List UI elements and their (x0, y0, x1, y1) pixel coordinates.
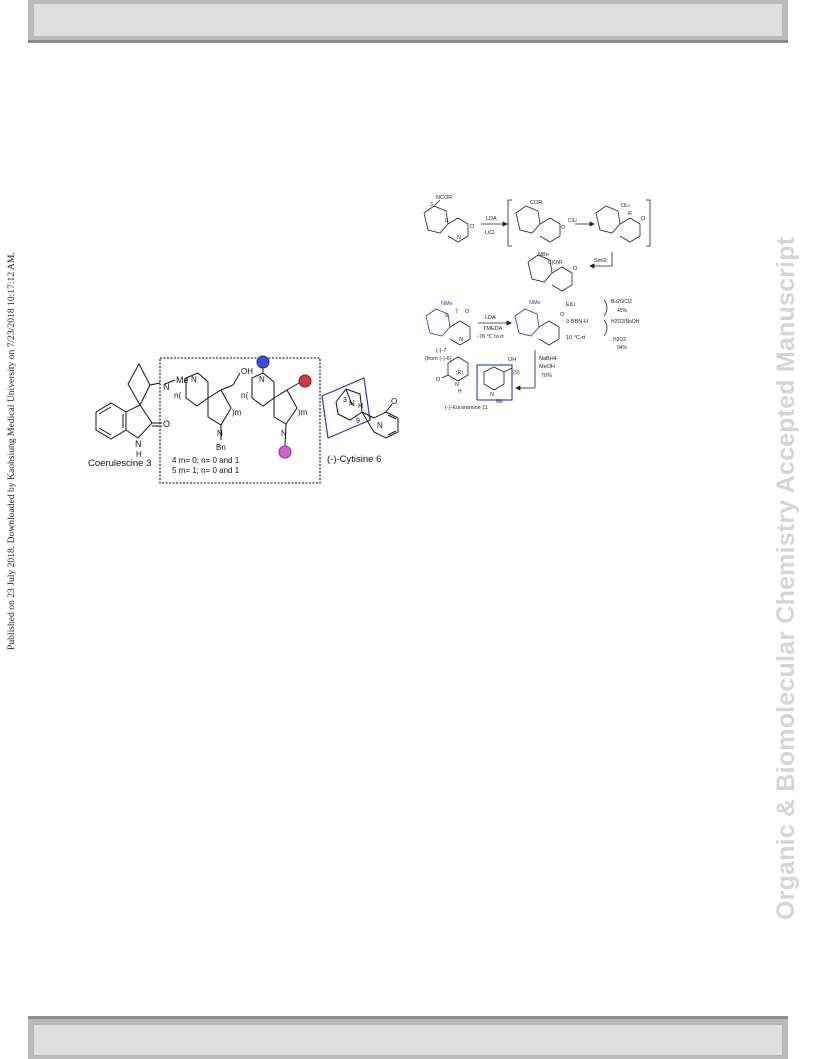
row3-prod-nme: NMe (529, 300, 541, 306)
coerulescine-label: Coerulescine 3 (88, 458, 151, 469)
row1-reagent-2: LiCl (485, 230, 494, 236)
scheme-row-1: NCOR 9 3 O N LDA LiCl COR O ClLi OLi R O (423, 195, 651, 247)
row3-step-6: 10 °C-rt (566, 335, 585, 341)
row1-sm-num9: 9 (445, 218, 448, 224)
row3-step-4: 9-BBN-H (566, 319, 588, 325)
row3-step-1: EtLi (566, 302, 575, 308)
cytisine-n3: N (349, 399, 355, 408)
red-substituent-dot (298, 374, 312, 388)
compound45-n-top: N (191, 375, 197, 384)
row3-sm-o: O (465, 309, 470, 315)
compound45-n-index: n( (174, 391, 181, 400)
cytisine-n-pyridone: N (377, 421, 383, 430)
row4-label: (-)-Kuraramine 11 (445, 405, 488, 411)
row1-int1-cor: COR (530, 200, 542, 206)
coerulescine-me-group: Me (176, 375, 189, 385)
scaffold-n-bottom: N (281, 429, 287, 438)
row4-reagent-2: MeOH (539, 364, 555, 370)
cytisine-num7: 7 (368, 416, 372, 423)
row2-cor: C(O)R (548, 260, 563, 266)
scaffold-structure: N N )m n( (241, 355, 312, 459)
row1-sm-nr: NCOR (436, 195, 452, 201)
coerulescine-nh: N (135, 439, 142, 449)
coerulescine-carbonyl-o: O (163, 419, 170, 429)
row1-reagent-1: LDA (486, 216, 497, 222)
row4-n-me: Me (496, 399, 503, 405)
row1-int1-o: O (561, 225, 566, 231)
kuraramine-box (476, 364, 513, 401)
row1-int2-o: O (641, 216, 646, 222)
compound45-bn: Bn (216, 443, 226, 452)
page-footer-bar (28, 1016, 788, 1059)
row4-n: N (455, 382, 459, 388)
row4-ring-n: N (490, 392, 494, 398)
row3-reagent-3: -78 °C to rt (477, 334, 504, 340)
scaffold-box (159, 357, 321, 484)
row4-reagent-3: 70% (541, 373, 552, 379)
row3-sm-label-b: (from (-)-6) (425, 356, 452, 362)
coerulescine-n-atom: N (163, 382, 170, 392)
scheme-row-3: NMe 9 7 O N (-)-7 (from (-)-6) LDA TMEDA… (425, 299, 640, 362)
row2-nbn: NBn (538, 252, 549, 258)
row1-sm-o: O (470, 224, 475, 230)
row4-o: O (436, 377, 441, 383)
page-header-bar (28, 0, 788, 43)
row1-sm-n: N (457, 235, 461, 241)
row3-sm-n: N (459, 337, 463, 343)
row4-r-label: (R) (456, 370, 463, 376)
row4-s-label: (S) (513, 370, 520, 376)
row3-sm-num7: 7 (455, 309, 458, 315)
coerulescine-structure: N Me O N H Coerulescine 3 (88, 362, 189, 469)
row4-h: H (458, 389, 462, 395)
cytisine-h: H (358, 403, 363, 410)
scheme-row-4: NaBH4 MeOH 70% OH (S) (R) O N H N Me (-)… (436, 350, 557, 411)
row3-step-8: 94% (617, 345, 628, 351)
compound4-caption: 4 m= 0; n= 0 and 1 (172, 456, 240, 465)
scheme-row-2: SmI2 NBn C(O)R O (527, 252, 613, 292)
scaffold-n-index: n( (241, 391, 248, 400)
row3-step-3: 45% (617, 308, 628, 314)
row2-o: O (573, 266, 578, 272)
row1-int2-r: R (628, 211, 632, 217)
cytisine-structure: N 3 H 9 7 N O (-)-Cytisine 6 (321, 377, 399, 465)
row3-step-2: Bu2SiCl2 (611, 299, 632, 305)
row4-reagent-1: NaBH4 (539, 356, 557, 362)
compound45-n-bottom: N (217, 429, 223, 438)
coerulescine-h: H (136, 450, 142, 459)
row3-sm-label-a: (-)-7 (436, 348, 446, 354)
row3-reagent-2: TMEDA (483, 326, 503, 332)
compound5-caption: 5 m= 1; n= 0 and 1 (172, 466, 240, 475)
row3-reagent-1: LDA (485, 315, 496, 321)
row1-sm-num3: 3 (430, 202, 433, 208)
row3-prod-o: O (560, 312, 565, 318)
cytisine-num3: 3 (343, 397, 347, 404)
row3-sm-num9: 9 (445, 313, 448, 319)
compound-4-5-structure: N OH N Bn )m n( 4 m= 0; n= 0 and 1 5 m= … (172, 367, 253, 475)
compound45-oh: OH (241, 367, 253, 376)
compound45-m-index: )m (232, 408, 242, 417)
row1-arrow-mid: ClLi (568, 218, 577, 224)
scaffold-n-top: N (259, 375, 265, 384)
row2-reagent: SmI2 (594, 258, 607, 264)
magenta-substituent-dot (278, 445, 292, 459)
cytisine-o: O (391, 397, 397, 406)
scaffold-m-index: )m (298, 408, 308, 417)
row1-int2-oli: OLi (621, 203, 630, 209)
row4-oh: OH (508, 357, 516, 363)
row3-sm-nme: NMe (441, 301, 453, 307)
row3-step-5: H2O2/NaOH (611, 319, 640, 325)
cytisine-num9: 9 (356, 418, 360, 425)
blue-substituent-dot (256, 355, 270, 369)
cytisine-label: (-)-Cytisine 6 (327, 454, 381, 465)
row3-step-7: H2O2 (613, 337, 626, 343)
